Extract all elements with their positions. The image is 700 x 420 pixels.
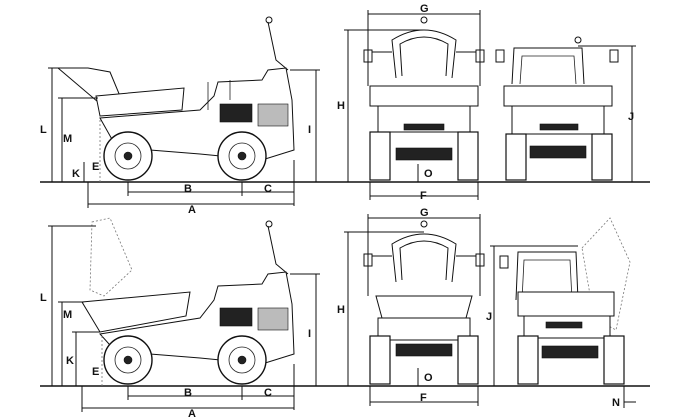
front-axle-housing [395,147,453,161]
beacon-icon [420,16,428,24]
rear-axle-housing [541,345,599,359]
front-right-tyre [457,335,479,385]
cab-frame [511,47,585,85]
label-O: O [424,372,433,384]
front-view-bottom: G H F O [337,207,485,406]
label-A: A [188,408,196,420]
frame-struts [207,80,231,110]
rear-hub [228,346,256,374]
label-J: J [628,111,634,123]
label-K: K [72,168,80,180]
label-E: E [92,366,99,378]
rear-view-bottom: J N [486,217,636,409]
label-L: L [40,124,47,136]
tipped-skip-ghost [89,217,133,297]
label-K: K [66,355,74,367]
front-hub [114,142,142,170]
label-M: M [63,309,72,321]
label-G: G [420,207,429,219]
label-L: L [40,292,47,304]
rops-inner-frame [399,36,449,77]
rops-arm [267,21,289,71]
mirror-left [495,49,505,63]
side-view-tipped-skip: L M K E I B C A [40,217,320,420]
label-M: M [63,133,72,145]
rops-arm [267,225,289,275]
label-I: I [308,328,311,340]
label-O: O [424,168,433,180]
label-H: H [337,100,345,112]
rops-inner-frame [399,240,449,281]
side-panel [257,307,289,331]
label-B: B [184,387,192,399]
label-E: E [92,161,99,173]
side-panel [257,103,289,127]
label-J: J [486,311,492,323]
rear-left-tyre [505,133,527,181]
label-N: N [612,397,620,409]
front-left-tyre [369,131,391,181]
rear-plate [539,123,579,131]
rear-body [517,291,615,317]
front-skip [375,295,473,319]
front-axle-housing [395,343,453,357]
cab-inner [519,55,577,85]
rear-body [503,85,613,107]
label-B: B [184,183,192,195]
rear-axle [237,151,247,161]
front-right-tyre [457,131,479,181]
label-A: A [188,204,196,216]
label-H: H [337,304,345,316]
front-plate [403,123,445,131]
mirror-right [609,49,619,63]
rear-axle [237,355,247,365]
beacon-icon [574,36,582,44]
skip-body [81,291,191,333]
front-hub [114,346,142,374]
label-C: C [264,387,272,399]
beacon-icon [420,220,428,228]
beacon-icon [265,220,273,228]
rear-view-top: J [495,36,636,182]
rops-frame [391,233,457,283]
side-view-raised-skip: L M K E I B C A [40,16,320,216]
rear-right-tyre [603,335,625,385]
beacon-icon [265,16,273,24]
front-chassis [377,317,471,341]
label-F: F [420,190,427,202]
front-left-tyre [369,335,391,385]
rear-plate [545,321,583,329]
cab-frame [515,251,579,301]
tipped-skip-ghost [581,217,631,331]
engine-panel [219,307,253,327]
front-view-top: G H F O [337,3,485,202]
front-skip [369,85,479,107]
label-C: C [264,183,272,195]
label-I: I [308,124,311,136]
label-G: G [420,3,429,15]
rear-right-tyre [591,133,613,181]
skip-body [95,87,185,117]
rear-hub [228,142,256,170]
label-F: F [420,392,427,404]
rear-axle-housing [529,145,587,159]
front-axle [123,151,133,161]
mirror-left [499,255,509,269]
cab-inner [521,259,573,301]
front-axle [123,355,133,365]
rear-left-tyre [517,335,539,385]
engine-panel [219,103,253,123]
